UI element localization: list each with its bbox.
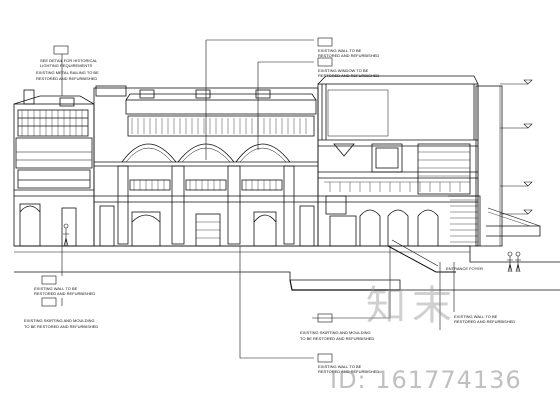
callout-bottom-right-2: RESTORED AND REFURBISHED	[454, 319, 515, 324]
callout-top-center-1: EXISTING WALL TO BE	[318, 48, 362, 53]
right-hall	[317, 75, 479, 247]
callout-top-right-2: RESTORED AND REFURBISHED	[318, 73, 379, 78]
callout-bottom-left-b-2: TO BE RESTORED AND REFURBISHED	[24, 324, 98, 329]
leader-lines	[61, 39, 455, 359]
watermark-logo: 知末	[366, 283, 458, 329]
level-markers	[500, 79, 533, 215]
left-wing	[13, 89, 95, 247]
callout-top-center-2: RESTORED AND REFURBISHED	[318, 53, 379, 58]
callout-bottom-left-b-1: EXISTING SKIRTING AND MOULDING	[24, 318, 95, 323]
ground-line	[14, 245, 560, 263]
callout-railing-1: EXISTING METAL RAILING TO BE	[36, 70, 99, 75]
callout-top-right-1: EXISTING WINDOW TO BE	[318, 68, 369, 73]
callout-bottom-center-low-1: EXISTING WALL TO BE	[318, 364, 362, 369]
basement-slab	[14, 271, 560, 291]
stair-tower	[387, 85, 541, 273]
callout-bottom-right-1: EXISTING WALL TO BE	[454, 314, 498, 319]
callout-railing-2: RESTORED AND REFURBISHED	[36, 76, 97, 81]
callout-bottom-center-low-2: RESTORED AND REFURBISHED	[318, 369, 379, 374]
callout-top-left-1: SEE DETAIL FOR HISTORICAL	[40, 58, 98, 63]
human-figures	[63, 223, 521, 273]
callout-bottom-center-1: EXISTING SKIRTING AND MOULDING	[300, 330, 371, 335]
callout-bottom-left-a-2: RESTORED AND REFURBISHED	[34, 291, 95, 296]
entrance-foyer-label: ENTRANCE FOYER	[446, 266, 483, 271]
callout-bottom-left-a-1: EXISTING WALL TO BE	[34, 286, 78, 291]
callout-bottom-center-2: TO BE RESTORED AND REFURBISHED	[300, 336, 374, 341]
callout-top-left-2: LIGHTING REQUIREMENTS	[40, 63, 93, 68]
watermark-id: ID: 161774136	[330, 366, 522, 394]
